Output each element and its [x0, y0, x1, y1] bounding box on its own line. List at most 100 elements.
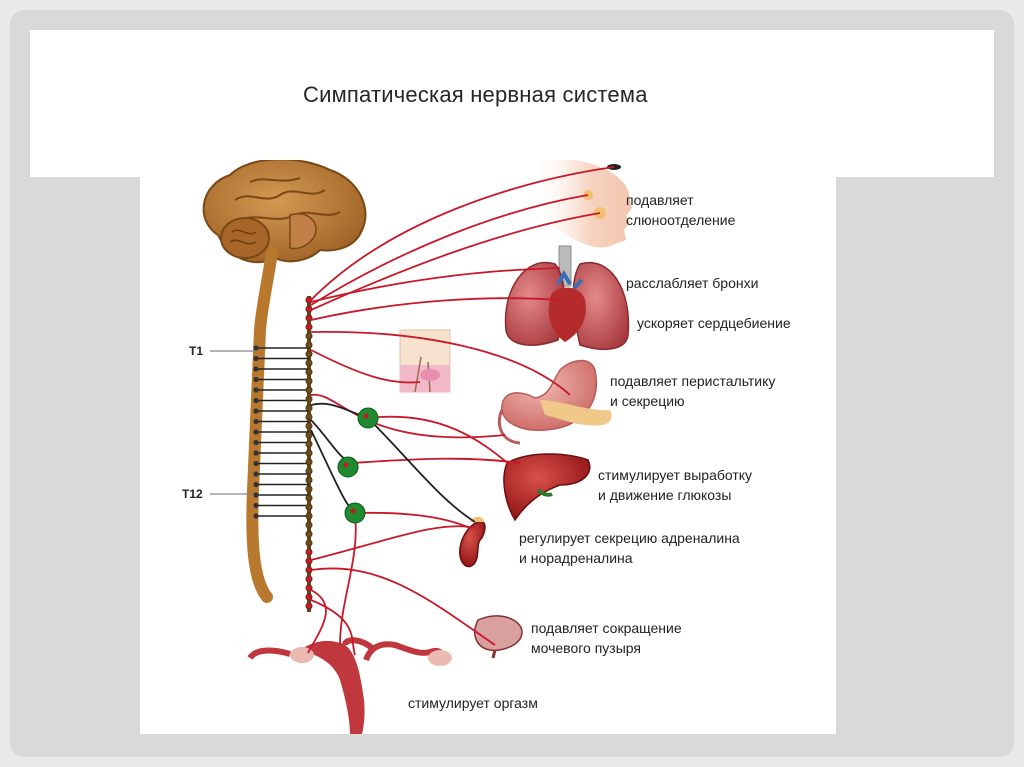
effect-label-line1: стимулирует оргазм [408, 695, 538, 711]
effect-label-line2: и движение глюкозы [598, 487, 731, 503]
effect-label-line1: регулирует секрецию адреналина [519, 530, 740, 546]
cord-node [253, 481, 259, 488]
chain-ganglion [305, 494, 313, 502]
cord-node [253, 471, 259, 477]
ganglion-node [343, 462, 349, 468]
effect-label-line1: подавляет [626, 192, 694, 208]
chain-ganglion [305, 548, 313, 556]
bladder-icon [474, 615, 523, 659]
nerve-fiber [351, 457, 521, 464]
preganglionic-fiber [367, 417, 476, 523]
nerve-fiber [310, 267, 561, 303]
chain-ganglion [305, 341, 313, 349]
chain-ganglion [305, 575, 313, 583]
nerve-fiber [310, 525, 476, 561]
chain-ganglion [305, 476, 313, 484]
chain-ganglion [305, 413, 313, 421]
chain-ganglion [305, 377, 313, 385]
cord-node [253, 418, 259, 425]
ganglion [344, 502, 366, 524]
nervous-system-diagram: T1 T12 [182, 160, 791, 734]
chain-ganglion [305, 521, 313, 529]
chain-ganglia [305, 296, 313, 610]
chain-ganglion [305, 404, 313, 412]
nerve-fiber [310, 349, 421, 384]
adrenal-icon [458, 516, 486, 568]
cord-node [253, 408, 259, 414]
effect-label-line1: расслабляет бронхи [626, 275, 758, 291]
cord-node [253, 376, 259, 383]
chain-ganglion [305, 368, 313, 376]
chain-ganglion [305, 539, 313, 547]
brain-icon [202, 160, 367, 264]
effect-label-line2: слюноотделение [626, 212, 736, 228]
chain-ganglion [305, 503, 313, 511]
chain-ganglion [305, 422, 313, 430]
chain-ganglion [305, 530, 313, 538]
chain-ganglion [305, 395, 313, 403]
nerve-fiber [367, 415, 511, 466]
chain-ganglion [305, 593, 313, 601]
cord-node [253, 502, 259, 509]
cord-node [253, 366, 259, 372]
spinal-cord [246, 246, 278, 603]
chain-ganglion [305, 332, 313, 340]
nerve-fiber [310, 599, 356, 656]
cord-node [253, 439, 259, 446]
effect-label-line1: подавляет сокращение [531, 620, 682, 636]
effect-label-line1: стимулирует выработку [598, 467, 752, 483]
chain-ganglion [305, 458, 313, 466]
effect-label-line1: подавляет перистальтику [610, 373, 775, 389]
segment-label-t12: T12 [182, 487, 203, 501]
effect-label-line2: и секрецию [610, 393, 685, 409]
chain-ganglion [305, 602, 313, 610]
nerve-fiber [339, 512, 357, 646]
cord-node [253, 345, 259, 351]
diagram-figure: T1 T12 [140, 160, 836, 734]
stomach-icon [497, 359, 612, 445]
ganglion-node [350, 508, 356, 514]
chain-ganglion [305, 557, 313, 565]
cord-node [253, 513, 259, 519]
slide-title: Симпатическая нервная система [303, 82, 648, 107]
liver-icon [503, 453, 591, 522]
ganglion [337, 456, 359, 478]
uterus-icon [247, 637, 452, 734]
cord-node [253, 387, 259, 393]
chain-ganglion [305, 350, 313, 358]
cord-node [253, 397, 259, 404]
nerve-fiber [310, 330, 571, 396]
effect-label-line2: мочевого пузыря [531, 640, 641, 656]
effect-label-line2: и норадреналина [519, 550, 633, 566]
nerve-fiber [310, 166, 615, 301]
cord-node [253, 492, 259, 498]
ganglion-node [363, 413, 369, 419]
chain-ganglion [305, 584, 313, 592]
chain-ganglion [305, 485, 313, 493]
segment-label-t1: T1 [189, 344, 203, 358]
prevertebral-ganglia [337, 407, 379, 524]
heart-icon [548, 270, 586, 342]
title-panel: Симпатическая нервная система [30, 30, 994, 177]
nerve-fiber [310, 297, 561, 321]
chain-ganglion [305, 467, 313, 475]
chain-ganglion [305, 314, 313, 322]
chain-ganglion [305, 512, 313, 520]
nerve-fiber [307, 589, 327, 654]
spinal-nerve-rungs [253, 345, 309, 519]
chain-ganglion [305, 323, 313, 331]
effect-labels: регулирование зрачковподавляетслюноотдел… [408, 192, 791, 711]
chain-ganglion [305, 449, 313, 457]
chain-ganglion [305, 359, 313, 367]
chain-ganglion [305, 386, 313, 394]
nerve-fiber [310, 393, 506, 439]
cord-node [253, 450, 259, 456]
cord-node [253, 429, 259, 435]
nerve-fiber [310, 194, 589, 306]
nerve-fiber [354, 511, 471, 529]
cord-node [253, 460, 259, 467]
chain-ganglion [305, 440, 313, 448]
effect-label-line1: ускоряет сердцебиение [637, 315, 791, 331]
nerve-fiber [310, 567, 496, 646]
cord-node [253, 355, 259, 362]
